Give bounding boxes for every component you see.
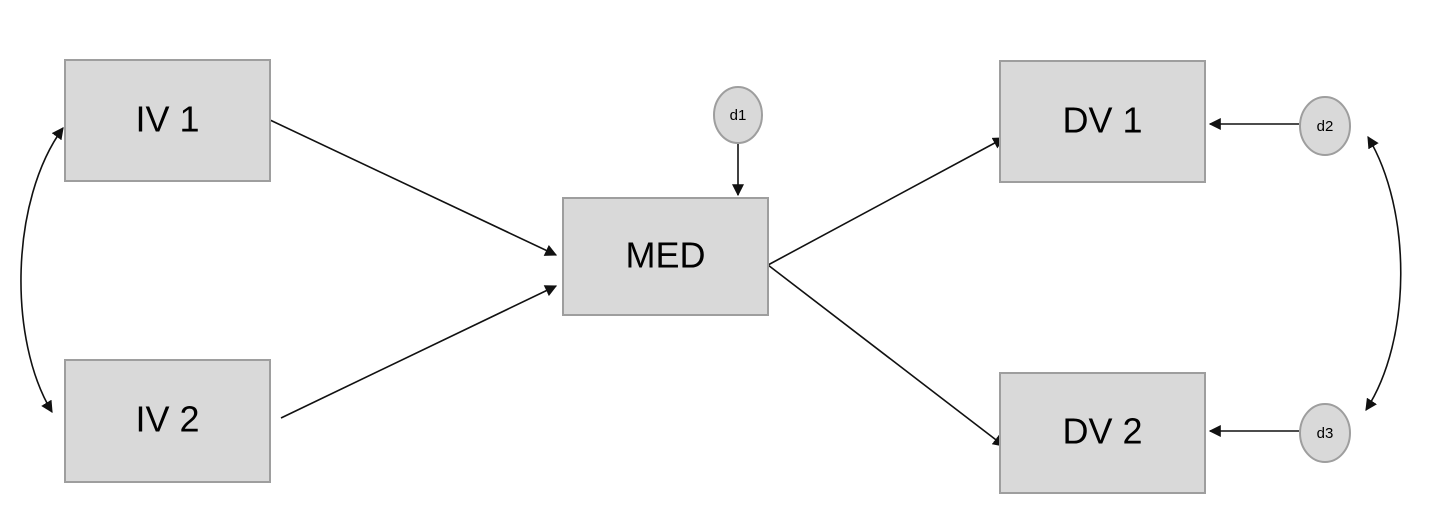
edge-iv1-iv2-covariance	[20, 127, 64, 414]
node-med-box[interactable]	[562, 197, 769, 316]
node-dv2-box[interactable]	[999, 372, 1206, 494]
node-iv1[interactable]: IV 1	[64, 59, 271, 182]
node-dv1-label: DV 1	[1062, 100, 1142, 141]
node-dv1-box[interactable]	[999, 60, 1206, 183]
node-d3[interactable]: d3	[1299, 403, 1351, 463]
node-iv2-label: IV 2	[135, 399, 199, 440]
node-dv1[interactable]: DV 1	[999, 60, 1206, 183]
node-d1[interactable]: d1	[713, 86, 763, 144]
node-d3-label: d3	[1317, 425, 1334, 442]
edge-med-dv1	[767, 137, 1006, 266]
node-d3-ellipse[interactable]	[1299, 403, 1351, 463]
node-d2-label: d2	[1317, 118, 1334, 135]
node-iv1-label: IV 1	[135, 99, 199, 140]
node-dv2[interactable]: DV 2	[999, 372, 1206, 494]
node-d1-label: d1	[730, 107, 747, 124]
edge-iv2-med	[280, 285, 558, 419]
node-iv2-box[interactable]	[64, 359, 271, 483]
node-d2-ellipse[interactable]	[1299, 96, 1351, 156]
edge-d2-d3-covariance	[1365, 135, 1402, 412]
node-med[interactable]: MED	[562, 197, 769, 316]
node-iv2[interactable]: IV 2	[64, 359, 271, 483]
edge-med-dv2	[767, 264, 1005, 447]
node-d1-ellipse[interactable]	[713, 86, 763, 144]
node-d2[interactable]: d2	[1299, 96, 1351, 156]
edge-iv1-med	[269, 119, 558, 256]
node-dv2-label: DV 2	[1062, 411, 1142, 452]
node-iv1-box[interactable]	[64, 59, 271, 182]
node-med-label: MED	[626, 235, 706, 276]
